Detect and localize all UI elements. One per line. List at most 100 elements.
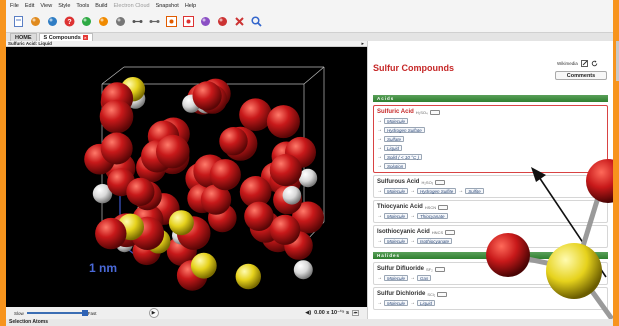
sulfur-atom[interactable] <box>235 263 261 290</box>
compound-name[interactable]: Sulfuric Acid <box>377 109 414 115</box>
view-link-gas[interactable]: Gas <box>417 274 432 281</box>
spectrum-icon[interactable] <box>437 291 448 297</box>
oxygen-atom[interactable] <box>192 81 222 111</box>
view-link-isothiocyanate[interactable]: Isothiocyanate <box>417 237 453 244</box>
delete-icon[interactable] <box>233 15 246 28</box>
view-link-molecule[interactable]: Molecule <box>384 237 409 244</box>
view-link-liquid[interactable]: Liquid <box>417 299 436 306</box>
sulfur-atom[interactable] <box>190 252 217 279</box>
hydrogen-atom[interactable] <box>92 184 113 204</box>
view-link-thiocyanate[interactable]: Thiocyanate <box>417 212 448 219</box>
oxygen-atom[interactable] <box>100 132 133 165</box>
eraser-icon[interactable] <box>216 15 229 28</box>
oxygen-atom[interactable] <box>244 201 274 231</box>
oxygen-atom[interactable] <box>95 217 127 250</box>
menu-snapshot[interactable]: Snapshot <box>155 2 179 9</box>
oxygen-atom[interactable] <box>200 184 232 215</box>
compound-name[interactable]: Sulfurous Acid <box>377 179 420 185</box>
speed-slider[interactable] <box>26 310 88 316</box>
view-link-hydrogen-sulfite[interactable]: Hydrogen Sulfite <box>417 187 457 194</box>
menu-view[interactable]: View <box>40 2 53 9</box>
pen-icon[interactable] <box>199 15 212 28</box>
menu-tools[interactable]: Tools <box>76 2 90 9</box>
oxygen-atom[interactable] <box>292 201 324 234</box>
viewer-collapse-icon[interactable]: ▸ <box>361 41 364 47</box>
view-link-sulfite[interactable]: Sulfite <box>465 187 484 194</box>
oxygen-atom[interactable] <box>270 214 301 245</box>
arrow-icon: → <box>377 117 382 124</box>
spectrum-icon[interactable] <box>445 229 456 235</box>
bond-icon[interactable] <box>131 15 144 28</box>
hydrogen-atom[interactable] <box>293 260 313 280</box>
oxygen-atom[interactable] <box>239 98 272 131</box>
green-atom-icon[interactable] <box>80 15 93 28</box>
watermark-row: Wikimedia <box>557 60 598 67</box>
edit-icon[interactable] <box>580 60 588 67</box>
oxygen-atom[interactable] <box>99 99 134 134</box>
hydrogen-atom[interactable] <box>282 186 302 205</box>
view-link-molecule[interactable]: Molecule <box>384 212 409 219</box>
measure-icon[interactable] <box>114 15 127 28</box>
oxygen-atom[interactable] <box>126 177 155 206</box>
orange-atom-icon[interactable] <box>97 15 110 28</box>
graph-icon[interactable] <box>165 15 178 28</box>
refresh-icon[interactable] <box>591 60 598 67</box>
zoom-icon[interactable] <box>250 15 263 28</box>
compound-name[interactable]: Isothiocyanic Acid <box>377 229 430 235</box>
panel-scrollbar[interactable] <box>616 41 619 81</box>
molecule-build-icon[interactable] <box>46 15 59 28</box>
menu-edit[interactable]: Edit <box>24 2 35 9</box>
menu-file[interactable]: File <box>10 2 19 9</box>
comments-button[interactable]: Comments <box>555 71 607 80</box>
compound-name[interactable]: Sulfur Difluoride <box>377 266 424 272</box>
view-link-solid-10-c[interactable]: Solid ( < 10 °C ) <box>384 153 422 160</box>
oxygen-atom[interactable] <box>156 134 190 169</box>
tab-s-compounds[interactable]: S Compounds× <box>38 33 93 41</box>
help-icon[interactable]: ? <box>63 15 76 28</box>
new-document-icon[interactable] <box>12 15 25 28</box>
hydrogen-atom[interactable] <box>298 168 318 188</box>
spectrum-icon[interactable] <box>438 204 449 210</box>
view-link-hydrogen-sulfate[interactable]: Hydrogen Sulfate <box>384 126 425 133</box>
volume-icon[interactable]: ◀) <box>305 310 312 316</box>
tab-home[interactable]: HOME <box>10 33 37 41</box>
reset-button[interactable]: ⏮ <box>352 310 359 316</box>
molecule-scene[interactable]: 1 nm <box>6 47 367 307</box>
oxygen-atom[interactable] <box>219 127 248 156</box>
view-link-sulfate[interactable]: Sulfate <box>384 135 405 142</box>
speed-slider-knob[interactable] <box>81 310 88 316</box>
arrow-icon: → <box>458 187 464 194</box>
oxygen-atom[interactable] <box>266 105 300 139</box>
molecule-icon[interactable] <box>29 15 42 28</box>
spectrum-icon[interactable] <box>429 109 440 115</box>
molecule-viewer[interactable]: 1 nm <box>6 47 367 307</box>
compound-name[interactable]: Thiocyanic Acid <box>377 204 423 210</box>
compound-formula: SCl₂ <box>427 291 436 297</box>
view-link-solution[interactable]: Solution <box>384 162 407 169</box>
link-row: →Molecule→Liquid <box>377 298 604 307</box>
menu-electron-cloud[interactable]: Electron Cloud <box>113 2 150 9</box>
view-link-molecule[interactable]: Molecule <box>384 117 409 124</box>
view-link-molecule[interactable]: Molecule <box>384 299 409 306</box>
oxygen-atom[interactable] <box>209 159 241 191</box>
view-link-molecule[interactable]: Molecule <box>384 274 409 281</box>
spectrum-icon[interactable] <box>434 266 445 272</box>
menu-help[interactable]: Help <box>184 2 197 9</box>
menu-style[interactable]: Style <box>58 2 71 9</box>
menu-build[interactable]: Build <box>95 2 108 9</box>
compound-name[interactable]: Sulfur Dichloride <box>377 291 426 297</box>
view-link-molecule[interactable]: Molecule <box>384 187 409 194</box>
close-tab-icon[interactable]: × <box>82 35 88 41</box>
oxygen-atom[interactable] <box>239 176 272 208</box>
play-button[interactable]: ▶ <box>148 308 159 318</box>
snapshot-icon[interactable] <box>182 15 195 28</box>
hbond-icon[interactable] <box>148 15 161 28</box>
view-link-liquid[interactable]: Liquid <box>384 144 403 151</box>
oxygen-atom[interactable] <box>269 154 302 187</box>
spectrum-icon[interactable] <box>435 179 446 185</box>
sulfur-atom[interactable] <box>168 210 194 236</box>
